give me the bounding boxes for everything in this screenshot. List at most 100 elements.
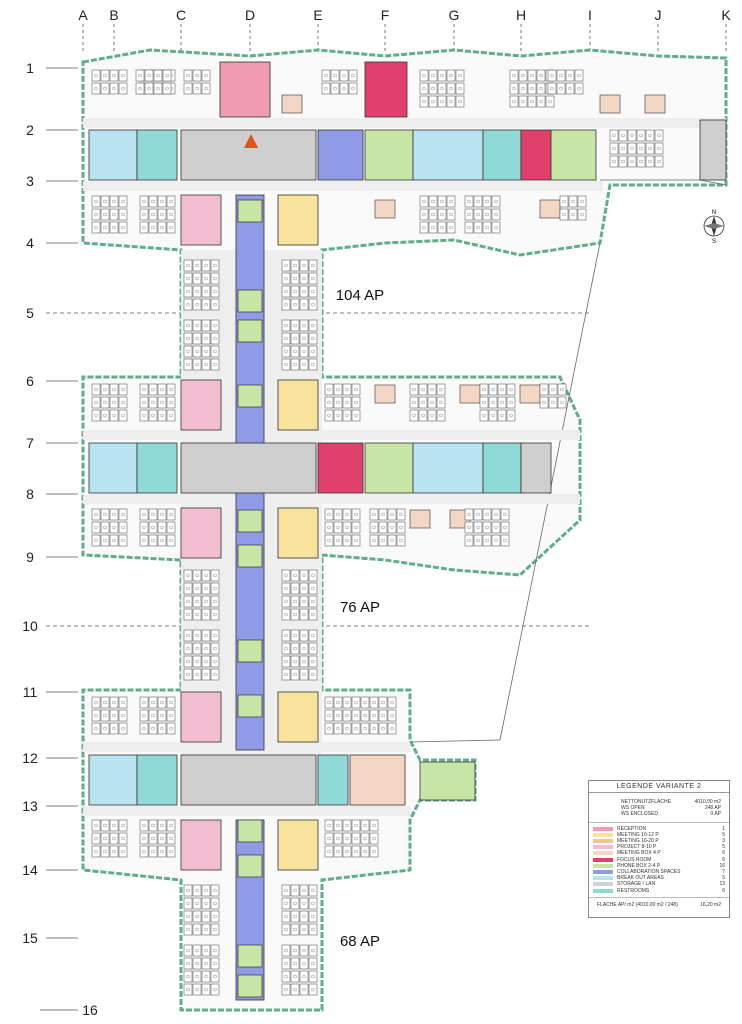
- grid-column-label: K: [721, 7, 731, 23]
- grid-row-label: 3: [26, 173, 34, 189]
- legend-item-row: COLLABORATION SPACES 7: [589, 869, 729, 875]
- grid-column-label: E: [313, 7, 322, 23]
- legend-value: 6: [722, 856, 725, 863]
- legend-label: BREAK OUT AREAS: [617, 875, 664, 882]
- legend-label: NETTONUTZFLÄCHE: [621, 799, 671, 806]
- legend-swatch: [593, 845, 613, 850]
- stair-core: [180, 442, 317, 494]
- legend-swatch: [597, 806, 617, 810]
- break-out-room: [88, 442, 138, 494]
- meeting-room: [364, 442, 414, 494]
- legend-value: 16: [719, 862, 725, 869]
- legend-label: STORAGE / LAN: [617, 881, 656, 888]
- legend-swatch: [593, 832, 613, 837]
- grid-row-label: 15: [22, 930, 38, 946]
- project-room: [180, 379, 222, 431]
- legend-value: 7: [722, 868, 725, 875]
- grid-column-label: A: [78, 7, 88, 23]
- legend-item-row: MEETING 10-12 P 5: [589, 832, 729, 838]
- legend-label: RECEPTION: [617, 825, 647, 832]
- break-out-room: [88, 754, 138, 806]
- collaboration-spine: [235, 819, 265, 1001]
- legend-item-row: FOCUS ROOM 6: [589, 857, 729, 863]
- meeting-room: [277, 819, 319, 871]
- project-room: [180, 819, 222, 871]
- legend-swatch: [593, 882, 613, 887]
- reception-room: [219, 61, 271, 118]
- legend-value: 6: [722, 887, 725, 894]
- meeting-room: [277, 194, 319, 246]
- legend-swatch: [593, 876, 613, 881]
- legend-footer: FLÄCHE AP/ m2 (4010,00 m2 / 248) 16,20 m…: [589, 898, 729, 912]
- stair-core: [699, 119, 727, 181]
- grid-column-label: B: [109, 7, 118, 23]
- legend-swatch: [593, 851, 613, 856]
- svg-text:S: S: [712, 239, 716, 245]
- meeting-room: [277, 691, 319, 743]
- grid-row-label: 10: [22, 618, 38, 634]
- legend-label: COLLABORATION SPACES: [617, 868, 681, 875]
- legend-label: WS OPEN: [621, 805, 645, 812]
- grid-row-label: 16: [82, 1002, 98, 1018]
- legend-swatch: [593, 888, 613, 893]
- grid-row-label: 1: [26, 60, 34, 76]
- grid-column-label: I: [588, 7, 592, 23]
- project-room: [180, 691, 222, 743]
- restroom: [482, 442, 522, 494]
- collaboration-room: [317, 129, 364, 181]
- legend-swatch: [593, 839, 613, 844]
- meeting-room: [277, 507, 319, 559]
- grid-column-label: J: [655, 7, 662, 23]
- focus-room: [364, 61, 408, 118]
- legend-footer-value: 16,20 m2: [700, 901, 721, 908]
- stair-core: [180, 129, 317, 181]
- meeting-room: [277, 379, 319, 431]
- legend-item-row: BREAK OUT AREAS 5: [589, 875, 729, 881]
- legend-title: LEGENDE VARIANTE 2: [589, 781, 729, 793]
- legend-value: 5: [722, 844, 725, 851]
- legend-label: MEETING 16-20 P: [617, 838, 659, 845]
- legend-label: MEETING 10-12 P: [617, 831, 659, 838]
- legend-swatch: [597, 800, 617, 804]
- legend-swatch: [597, 812, 617, 816]
- focus-room: [317, 442, 364, 494]
- grid-row-label: 13: [22, 798, 38, 814]
- grid-row-label: 11: [23, 684, 38, 700]
- zone-workplace-count: 76 AP: [340, 599, 380, 616]
- stair-core: [520, 442, 552, 494]
- grid-row-label: 4: [26, 235, 34, 251]
- legend-footer-label: FLÄCHE AP/ m2 (4010,00 m2 / 248): [597, 901, 678, 908]
- grid-column-label: F: [381, 7, 390, 23]
- legend-swatch: [593, 863, 613, 868]
- meeting-room: [364, 129, 414, 181]
- legend-value: 5: [722, 875, 725, 882]
- grid-row-label: 6: [26, 373, 34, 389]
- legend-label: FOCUS ROOM: [617, 856, 652, 863]
- meeting-box: [349, 754, 406, 806]
- grid-column-label: H: [516, 7, 526, 23]
- meeting-room: [550, 129, 597, 181]
- legend-value: 0 AP: [710, 811, 721, 818]
- stair-core: [180, 754, 317, 806]
- grid-row-label: 2: [26, 122, 34, 138]
- grid-row-label: 9: [26, 549, 34, 565]
- legend-value: 5: [722, 831, 725, 838]
- svg-text:N: N: [712, 210, 716, 216]
- north-arrow-icon: N S: [703, 210, 725, 245]
- grid-column-label: C: [176, 7, 186, 23]
- restroom: [482, 129, 522, 181]
- meeting-room: [419, 761, 476, 801]
- focus-room: [520, 129, 552, 181]
